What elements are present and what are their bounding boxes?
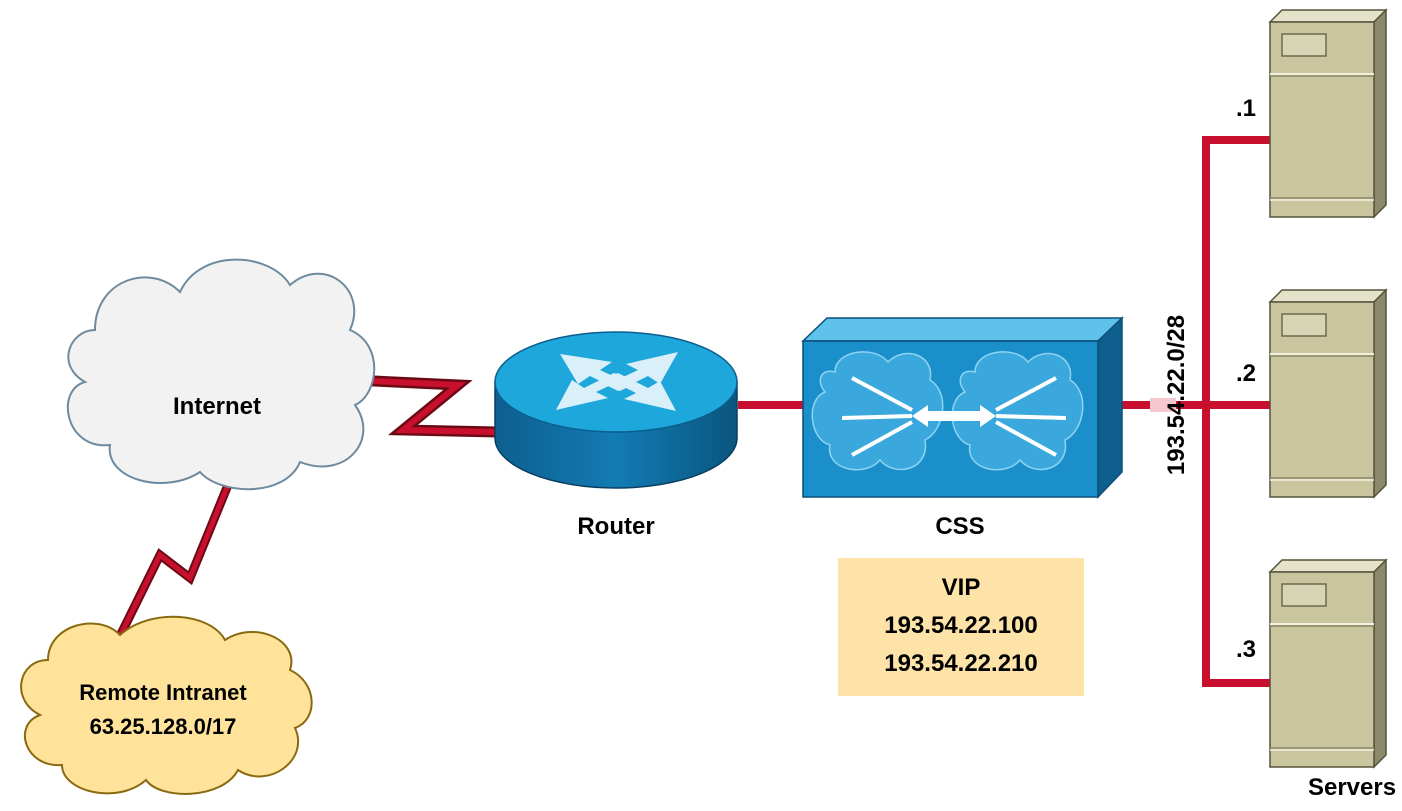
remote-intranet-label: Remote Intranet [79, 680, 247, 705]
server-3-host-label: .3 [1236, 636, 1257, 663]
router-icon [494, 331, 738, 489]
link-internet-router [351, 374, 499, 438]
vip-address-2: 193.54.22.210 [884, 650, 1038, 677]
server-1-icon [1269, 9, 1387, 218]
css-switch-icon [801, 316, 1124, 499]
router-label: Router [577, 513, 655, 540]
internet-label: Internet [172, 393, 262, 420]
remote-intranet-network: 63.25.128.0/17 [89, 714, 237, 739]
server-2-host-label: .2 [1236, 360, 1257, 387]
remote-intranet-cloud-icon [20, 615, 313, 795]
link-css-servers [1122, 136, 1278, 687]
vip-box [838, 558, 1084, 696]
server-2-icon [1269, 289, 1387, 498]
internet-cloud-icon [66, 258, 376, 491]
server-1-host-label: .1 [1236, 95, 1257, 122]
css-label: CSS [935, 513, 985, 540]
subnet-label: 193.54.22.0/28 [1163, 314, 1190, 476]
servers-label: Servers [1307, 774, 1397, 801]
vip-title: VIP [941, 574, 981, 601]
server-3-icon [1269, 559, 1387, 768]
vip-address-1: 193.54.22.100 [884, 612, 1038, 639]
link-internet-remote [113, 483, 233, 642]
